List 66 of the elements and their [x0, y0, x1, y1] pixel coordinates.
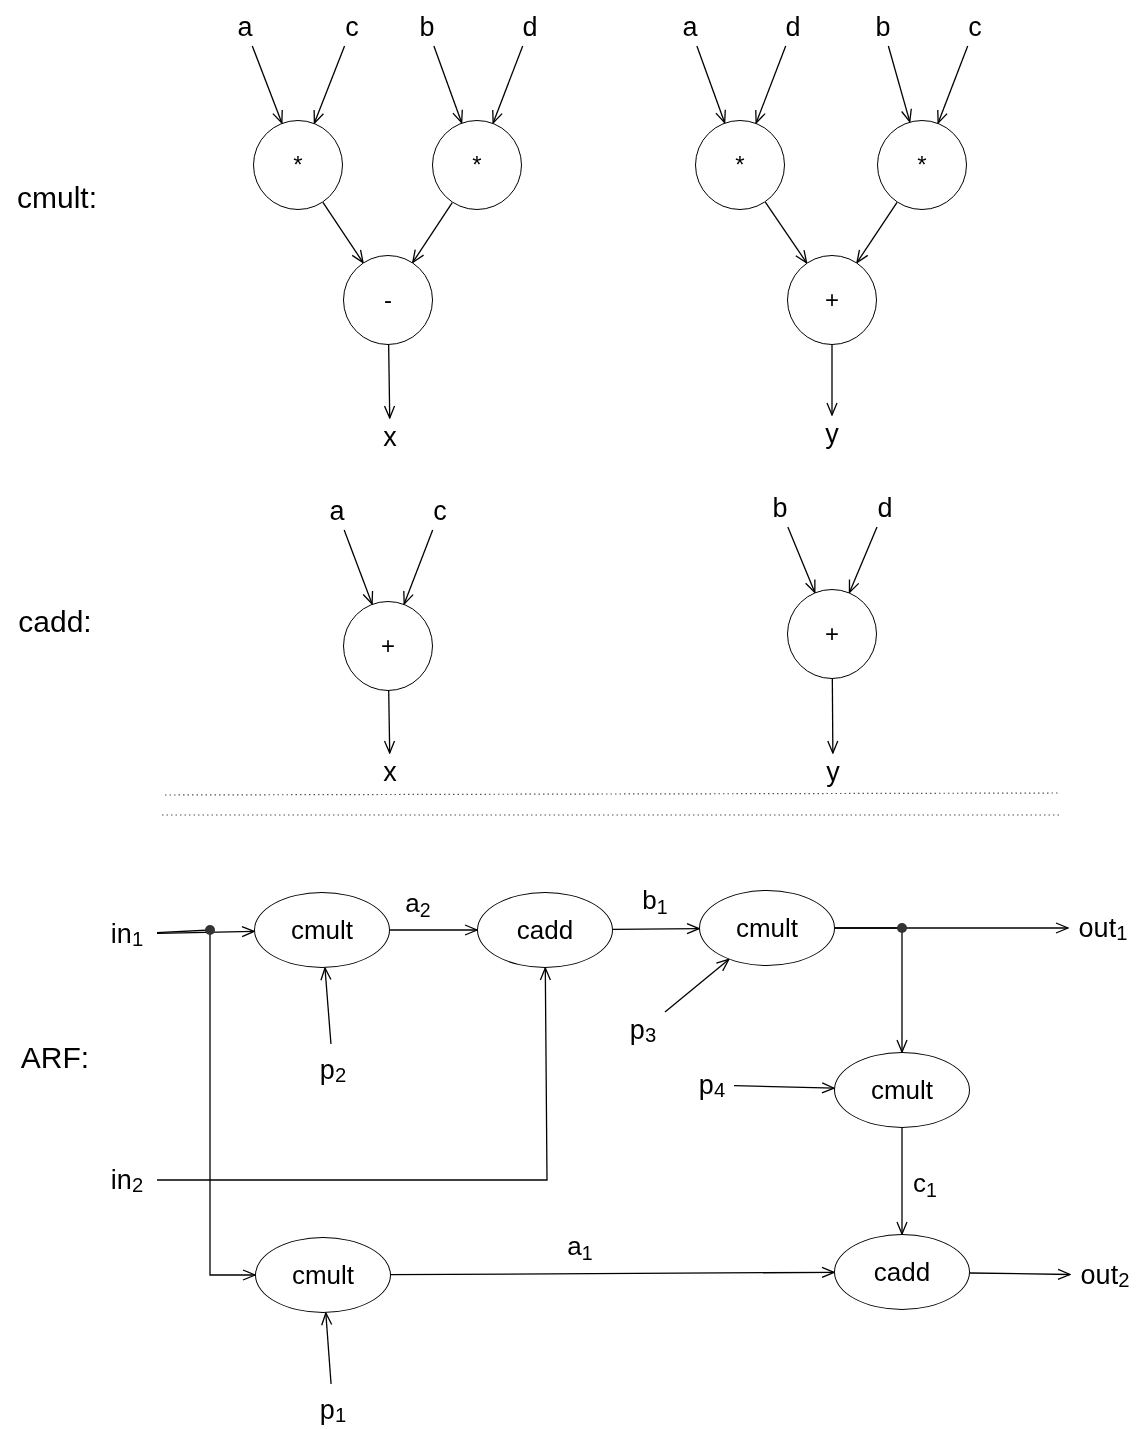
signal-label: y — [821, 757, 845, 787]
signal-label: b — [768, 493, 792, 523]
arrow — [412, 201, 453, 264]
arrow — [492, 45, 524, 124]
arrow — [764, 201, 808, 264]
process-ellipse: cmult — [255, 1237, 391, 1313]
signal-label: a — [233, 12, 257, 42]
signal-label: a — [325, 496, 349, 526]
process-ellipse: cmult — [254, 892, 390, 968]
signal-label: a — [678, 12, 702, 42]
signal-label: in$_{2}$ — [101, 1158, 153, 1202]
signal-label: c — [963, 12, 987, 42]
process-ellipse: cadd — [477, 892, 613, 968]
section-label: cmult: — [17, 183, 97, 213]
arrow — [664, 958, 730, 1013]
signal-label: p$_{4}$ — [694, 1063, 730, 1107]
arrow — [433, 45, 463, 124]
arrow — [343, 529, 374, 605]
signal-label: b — [871, 12, 895, 42]
process-ellipse: cmult — [699, 890, 835, 966]
arrow — [787, 526, 816, 594]
signal-label: c — [340, 12, 364, 42]
arrow — [937, 45, 969, 124]
process-ellipse: cadd — [834, 1234, 970, 1310]
arrow — [696, 45, 726, 124]
arrow — [896, 1127, 908, 1235]
arrow — [383, 344, 396, 419]
signal-label: p$_{2}$ — [315, 1048, 351, 1092]
signal-label: x — [378, 757, 402, 787]
arrow — [755, 45, 787, 124]
arrow — [156, 967, 552, 1181]
section-label: ARF: — [20, 1043, 90, 1073]
arrow — [612, 923, 700, 935]
signal-label: d — [873, 493, 897, 523]
arrow — [403, 529, 434, 605]
arrow — [320, 967, 332, 1045]
signal-label: b — [415, 12, 439, 42]
arrow — [969, 1268, 1071, 1280]
arrow — [383, 690, 396, 754]
arrow — [848, 526, 878, 594]
signal-label: x — [378, 422, 402, 452]
signal-label: c — [428, 496, 452, 526]
arrow — [389, 924, 478, 936]
signal-label: y — [820, 419, 844, 449]
arrow — [733, 1082, 835, 1094]
arrow — [856, 201, 898, 264]
signal-label: d — [781, 12, 805, 42]
edge-label: b$_{1}$ — [642, 887, 668, 913]
section-label: cadd: — [18, 607, 92, 637]
signal-label: out$_{2}$ — [1074, 1253, 1136, 1297]
arrow — [251, 45, 283, 124]
arrow — [156, 926, 255, 938]
signal-label: d — [518, 12, 542, 42]
arrow — [390, 1266, 835, 1279]
arrow — [321, 1312, 333, 1385]
arrow — [826, 344, 838, 416]
arrow — [322, 201, 364, 264]
signal-label: out$_{1}$ — [1072, 906, 1134, 950]
signal-label: p$_{1}$ — [315, 1388, 351, 1429]
signal-label: in$_{1}$ — [101, 912, 153, 956]
signal-label: p$_{3}$ — [625, 1008, 661, 1052]
arrow — [156, 929, 256, 1281]
arrow — [827, 678, 839, 754]
process-ellipse: cmult — [834, 1052, 970, 1128]
arrow — [313, 45, 346, 124]
arrow — [834, 927, 908, 1053]
